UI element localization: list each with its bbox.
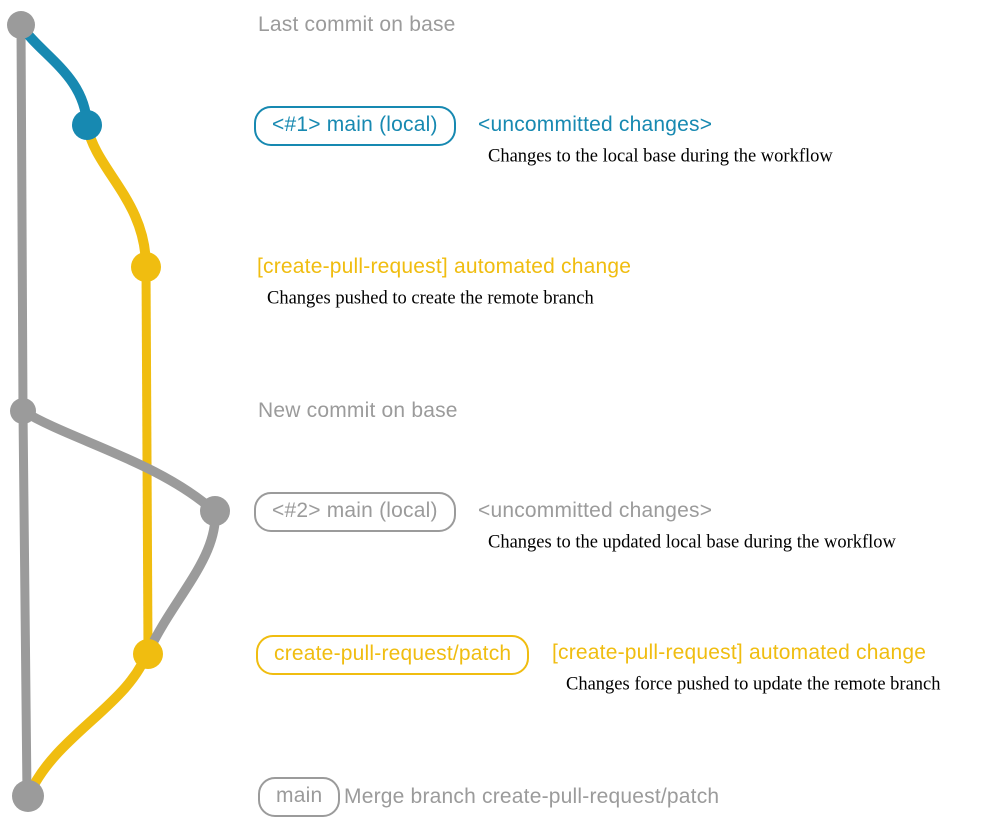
commit-graph (7, 11, 230, 812)
annotation-local-changes-1: Changes to the local base during the wor… (488, 146, 833, 167)
commit-node-local-main-2 (200, 496, 230, 526)
branch-badge-create-pull-request-patch: create-pull-request/patch (256, 635, 530, 675)
branch-badge-main-local-2: <#2> main (local) (254, 492, 456, 532)
status-uncommitted-changes-1: <uncommitted changes> (478, 113, 713, 136)
commit-message-automated-change-2: [create-pull-request] automated change (552, 641, 927, 664)
commit-message-automated-change-1: [create-pull-request] automated change (257, 255, 632, 278)
branch-badge-main: main (258, 777, 341, 817)
annotation-local-changes-2: Changes to the updated local base during… (488, 532, 896, 553)
commit-node-merge (12, 780, 44, 812)
patch-merge-curve (24, 645, 153, 800)
base-update-curve (18, 406, 220, 658)
branch-badge-main-local-1-label: <#1> main (local) (272, 113, 438, 136)
local-changes-curve (16, 20, 92, 130)
commit-message-merge-branch: Merge branch create-pull-request/patch (344, 785, 720, 808)
commit-node-new-base (10, 398, 36, 424)
branch-badge-main-local-2-label: <#2> main (local) (272, 499, 438, 522)
patch-branch-line (141, 266, 153, 651)
branch-badge-main-local-1: <#1> main (local) (254, 106, 456, 146)
patch-create-curve (82, 120, 151, 272)
annotation-force-pushed: Changes force pushed to update the remot… (566, 674, 941, 695)
commit-node-automated-change-1 (131, 252, 161, 282)
commit-message-last-commit-on-base: Last commit on base (258, 13, 456, 36)
commit-node-automated-change-2 (133, 639, 163, 669)
status-uncommitted-changes-2: <uncommitted changes> (478, 499, 713, 522)
commit-message-new-commit-on-base: New commit on base (258, 399, 458, 422)
branch-badge-main-label: main (276, 784, 323, 807)
branch-badge-create-pull-request-patch-label: create-pull-request/patch (274, 642, 512, 665)
commit-node-local-main-1 (72, 110, 102, 140)
commit-node-last-base (7, 11, 35, 39)
annotation-pushed-to-create: Changes pushed to create the remote bran… (267, 288, 594, 309)
